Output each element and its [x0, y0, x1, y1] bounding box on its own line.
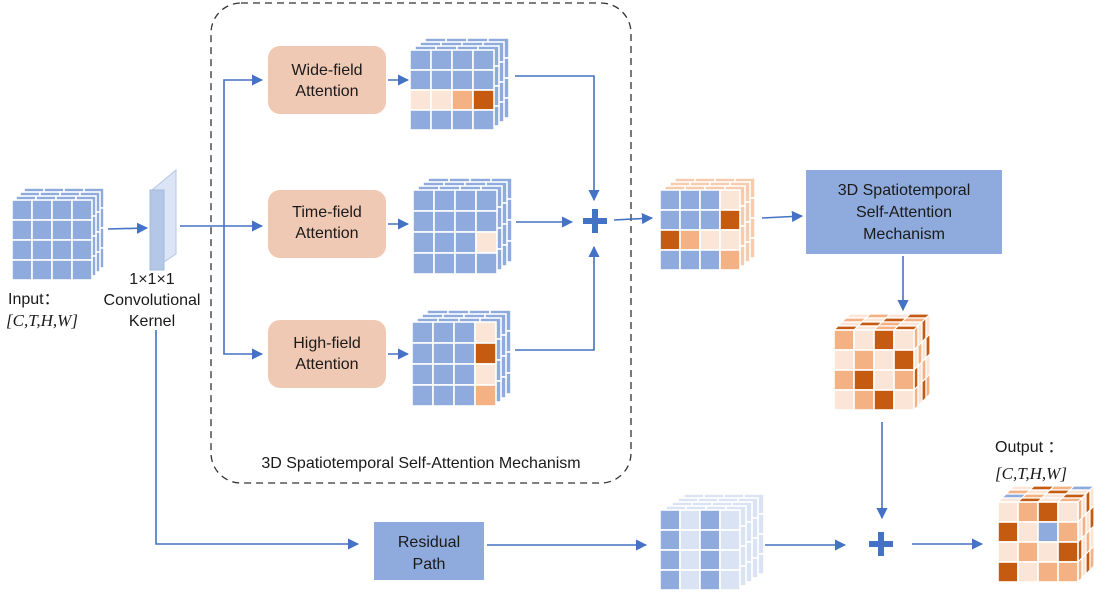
- mechanism-label-3: Mechanism: [863, 226, 945, 243]
- input-label: Input：: [8, 291, 60, 308]
- conv-kernel: [149, 168, 177, 271]
- mechanism-label-1: 3D Spatiotemporal: [838, 182, 971, 199]
- high-field-attention-box: High-field Attention: [268, 320, 386, 388]
- plus-icon: [869, 532, 893, 556]
- wide-field-attention-box: Wide-field Attention: [268, 46, 386, 114]
- input-shape: [C,T,H,W]: [6, 311, 78, 330]
- output-label: Output ：: [995, 439, 1063, 456]
- mechanism-label-2: Self-Attention: [856, 204, 952, 221]
- fused-tensor: [659, 177, 756, 271]
- time-field-tensor: [412, 177, 513, 275]
- residual-tensor: [659, 493, 765, 591]
- high-field-tensor: [411, 309, 512, 407]
- time-field-attention-box: Time-field Attention: [268, 190, 386, 258]
- attention-module-frame: [210, 2, 632, 484]
- arrows: [107, 74, 984, 551]
- attention-module-caption: 3D Spatiotemporal Self-Attention Mechani…: [261, 455, 580, 472]
- residual-label-2: Path: [413, 556, 446, 573]
- wide-field-label-2: Attention: [295, 83, 358, 100]
- time-field-label-1: Time-field: [292, 204, 362, 221]
- output-cube: [996, 485, 1094, 584]
- plus-icon: [583, 209, 607, 233]
- attention-output-cube: [832, 312, 932, 412]
- wide-field-tensor: [409, 37, 510, 131]
- output-shape: [C,T,H,W]: [995, 464, 1067, 483]
- time-field-label-2: Attention: [295, 225, 358, 242]
- high-field-label-2: Attention: [295, 356, 358, 373]
- input-tensor: [11, 187, 105, 281]
- wide-field-label-1: Wide-field: [291, 62, 362, 79]
- conv-size-label: 1×1×1: [129, 271, 174, 288]
- mechanism-box: 3D Spatiotemporal Self-Attention Mechani…: [806, 170, 1002, 254]
- residual-path-box: Residual Path: [374, 522, 484, 580]
- high-field-label-1: High-field: [293, 335, 361, 352]
- conv-label: Convolutional: [104, 292, 201, 309]
- conv-kernel-label: Kernel: [129, 313, 175, 330]
- residual-label-1: Residual: [398, 534, 460, 551]
